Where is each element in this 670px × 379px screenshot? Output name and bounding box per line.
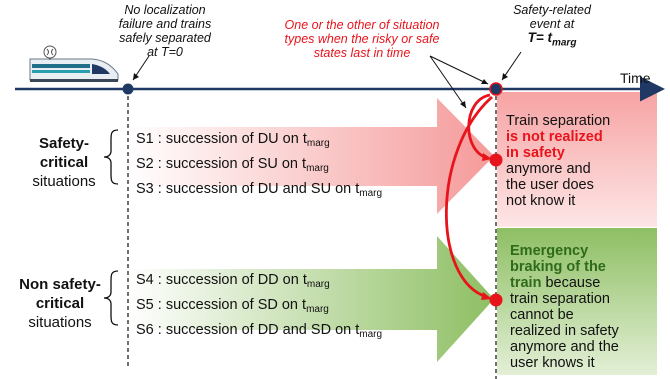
category-title: Safety- [38, 135, 90, 152]
list-item: S2 : succession of SU on tmarg [136, 156, 329, 174]
t0-note-line: failure and trains [118, 17, 212, 31]
list-item: S1 : succession of DU on tmarg [136, 131, 330, 149]
safe-dot [489, 293, 503, 307]
category-title: critical [35, 295, 85, 312]
safety-critical-arrow [128, 98, 494, 214]
category-subtitle: situations [28, 314, 92, 331]
category-title: Non safety- [19, 276, 101, 293]
curve-to-safe [445, 95, 493, 299]
safety-critical-label: Safety- critical situations [20, 134, 108, 191]
middle-note-line: states last in time [313, 46, 411, 60]
unsafe-dot [489, 153, 503, 167]
safety-critical-list: S1 : succession of DU on tmarg S2 : succ… [136, 129, 382, 204]
middle-note-line: One or the other of situation [284, 18, 440, 32]
tmarg-dot [489, 82, 503, 96]
non-safety-critical-list: S4 : succession of DD on tmarg S5 : succ… [136, 270, 382, 345]
t0-note-line: No localization [124, 3, 206, 17]
category-subtitle: situations [32, 173, 96, 190]
tmarg-note: Safety-related event at T= tmarg [502, 3, 602, 51]
unsafe-outcome-box [497, 92, 657, 227]
middle-pointer-left [429, 55, 467, 109]
tmarg-note-line: event at [529, 17, 575, 31]
unsafe-outcome-text: Train separation is not realized in safe… [506, 113, 611, 209]
middle-note: One or the other of situation types when… [262, 18, 462, 60]
time-label: Time [620, 70, 651, 86]
t0-note: No localization failure and trains safel… [110, 3, 220, 59]
safe-outcome-box [497, 228, 657, 375]
t0-note-line: at T=0 [147, 45, 183, 59]
middle-note-line: types when the risky or safe [284, 32, 440, 46]
tmarg-note-formula: T= tmarg [527, 30, 577, 49]
t0-dot [122, 83, 134, 95]
category-title: critical [39, 154, 89, 171]
brace-safety-critical [103, 129, 119, 185]
t0-note-line: safely separated [119, 31, 211, 45]
list-item: S4 : succession of DD on tmarg [136, 272, 330, 290]
tmarg-note-line: Safety-related [513, 3, 591, 17]
brace-non-safety-critical [103, 270, 119, 326]
list-item: S6 : succession of DD and SD on tmarg [136, 322, 383, 340]
non-safety-critical-arrow [128, 236, 494, 362]
list-item: S5 : succession of SD on tmarg [136, 297, 329, 315]
safe-outcome-text: Emergency braking of the train because t… [510, 243, 619, 371]
train-icon [29, 45, 119, 82]
middle-pointer-right [429, 55, 489, 85]
non-safety-critical-label: Non safety- critical situations [10, 275, 110, 332]
list-item: S3 : succession of DU and SU on tmarg [136, 181, 383, 199]
